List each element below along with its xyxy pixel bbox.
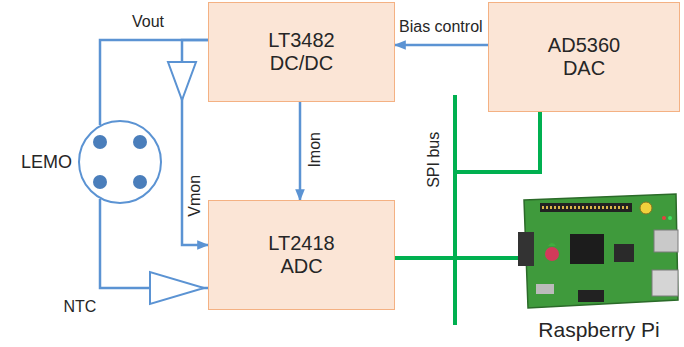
pcb: [524, 194, 678, 308]
box-label: LT3482 DC/DC: [252, 29, 352, 75]
bus-label: SPI bus: [425, 132, 443, 188]
signal-label: Bias control: [399, 18, 483, 36]
ethernet-port: [652, 270, 678, 296]
connector-pin: [133, 135, 147, 149]
part-label: Raspberry Pi: [538, 318, 659, 342]
raspberry-leaf: [548, 243, 556, 246]
signal-label: Imon: [306, 132, 324, 168]
usb-port: [654, 230, 678, 252]
status-led: [668, 216, 672, 220]
raspberry-logo: [545, 247, 559, 261]
buffer-amplifier: [168, 62, 196, 100]
connector-body: [79, 121, 161, 203]
hdmi-port: [578, 290, 604, 302]
signal-label: NTC: [64, 298, 97, 316]
signal-wire: [395, 44, 488, 47]
signal-label: Vmon: [186, 175, 204, 217]
lemo-connector: LEMO: [78, 120, 162, 204]
signal-wire: [100, 40, 208, 125]
converter-box: LT3482 DC/DC: [208, 2, 395, 102]
connector-pin: [93, 175, 107, 189]
rca-jack: [640, 202, 652, 214]
dac-box: AD5360 DAC: [488, 2, 680, 112]
board-illustration: [518, 190, 680, 310]
soc-chip: [570, 234, 604, 264]
box-label: AD5360 DAC: [534, 34, 634, 80]
part-label: LEMO: [12, 152, 72, 173]
gpio-header: [540, 203, 632, 212]
adc-box: LT2418 ADC: [208, 200, 395, 310]
usb-chip: [614, 244, 634, 262]
connector-outline: [78, 120, 162, 204]
connector-pin: [133, 175, 147, 189]
connector-pin: [93, 135, 107, 149]
status-led: [662, 216, 666, 220]
gpio-pins: [542, 206, 630, 209]
buffer-amplifier: [150, 272, 204, 304]
signal-label: Vout: [132, 13, 164, 31]
box-label: LT2418 ADC: [252, 232, 352, 278]
audio-jack: [536, 284, 554, 294]
raspberry-pi-board: Raspberry Pi: [518, 190, 680, 345]
signal-wire: [299, 102, 302, 200]
sd-slot: [518, 232, 534, 266]
spi-bus-line: [453, 95, 457, 325]
